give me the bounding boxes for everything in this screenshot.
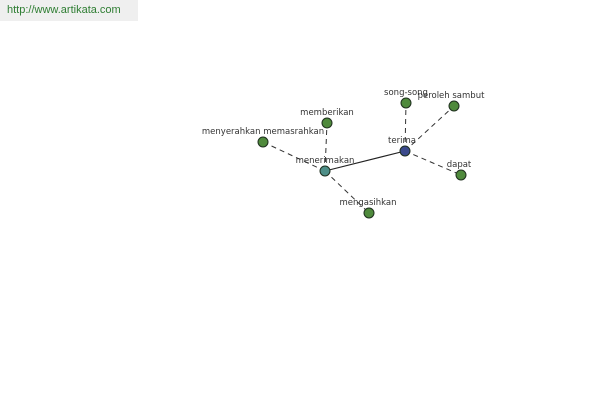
node-label-memberikan[interactable]: memberikan — [300, 108, 354, 118]
node-label-menerimakan[interactable]: menerimakan — [296, 156, 355, 166]
edge-terima-menerimakan — [324, 150, 406, 172]
node-dot-dapat[interactable] — [455, 169, 467, 181]
edge-terima-song-song — [404, 102, 407, 152]
edge-menerimakan-mengasihkan — [324, 170, 370, 214]
graph-node-peroleh-sambut[interactable]: peroleh sambut — [418, 91, 486, 112]
node-label-peroleh-sambut[interactable]: peroleh sambut — [418, 91, 486, 101]
node-dot-peroleh-sambut[interactable] — [448, 100, 460, 112]
edge-menerimakan-memberikan — [324, 122, 328, 172]
node-dot-menerimakan[interactable] — [319, 165, 331, 177]
edge-menerimakan-menyerahkan-memasrahkan — [262, 141, 326, 172]
source-url-link[interactable]: http://www.artikata.com — [0, 0, 138, 21]
graph-node-terima[interactable]: terima — [388, 136, 416, 157]
graph-node-memberikan[interactable]: memberikan — [300, 108, 354, 129]
node-dot-song-song[interactable] — [400, 97, 412, 109]
graph-node-menyerahkan-memasrahkan[interactable]: menyerahkan memasrahkan — [202, 127, 324, 148]
graph-node-mengasihkan[interactable]: mengasihkan — [339, 198, 397, 219]
node-label-song-song[interactable]: song-song — [384, 88, 428, 98]
edge-terima-dapat — [404, 150, 462, 176]
graph-node-menerimakan[interactable]: menerimakan — [296, 156, 355, 177]
node-label-mengasihkan[interactable]: mengasihkan — [339, 198, 396, 208]
node-label-terima[interactable]: terima — [388, 136, 416, 146]
node-dot-terima[interactable] — [399, 145, 411, 157]
node-dot-memberikan[interactable] — [321, 117, 333, 129]
node-label-dapat[interactable]: dapat — [447, 160, 472, 170]
node-dot-mengasihkan[interactable] — [363, 207, 375, 219]
graph-edges — [262, 102, 462, 214]
edge-terima-peroleh-sambut — [404, 105, 455, 152]
node-dot-menyerahkan-memasrahkan[interactable] — [257, 136, 269, 148]
graph-node-dapat[interactable]: dapat — [447, 160, 472, 181]
graph-node-song-song[interactable]: song-song — [384, 88, 428, 109]
node-label-menyerahkan-memasrahkan[interactable]: menyerahkan memasrahkan — [202, 127, 324, 137]
